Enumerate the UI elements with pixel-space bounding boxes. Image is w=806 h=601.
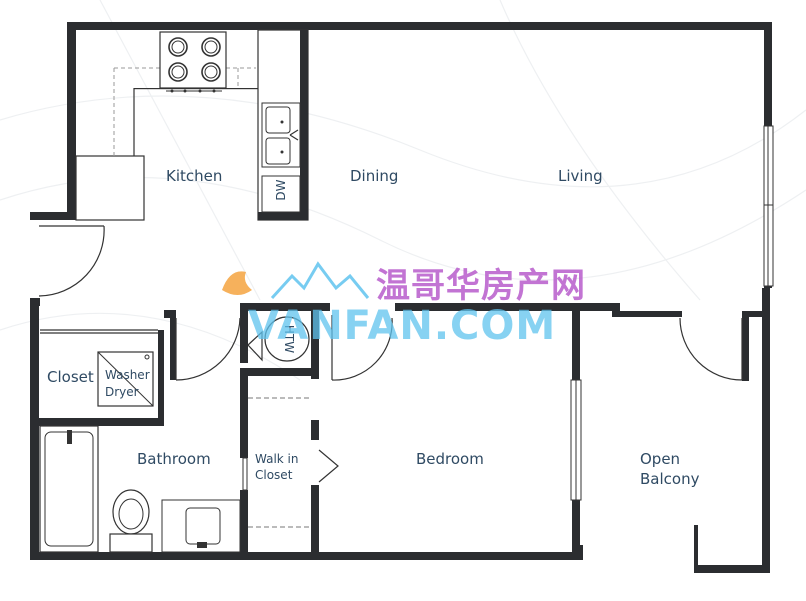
bedroom-label: Bedroom: [416, 450, 484, 468]
entry-door-swing: [38, 225, 105, 297]
walk-in-label-1: Walk in: [255, 452, 299, 466]
balcony-label-2: Balcony: [640, 470, 700, 488]
closet-label: Closet: [47, 368, 94, 386]
hot-water-label: HTW: [282, 325, 296, 353]
closet-area: [40, 329, 158, 334]
bathroom-label: Bathroom: [137, 450, 211, 468]
kitchen-label: Kitchen: [166, 167, 222, 185]
watermark-chinese: 温哥华房产网: [376, 266, 586, 306]
walk-in-label-2: Closet: [255, 468, 293, 482]
balcony-label-1: Open: [640, 450, 680, 468]
bedroom-door-swing: [331, 317, 393, 381]
stove-icon: [159, 31, 227, 93]
hot-water-tank-icon: [247, 316, 310, 362]
dryer-label: Dryer: [105, 385, 139, 399]
watermark-logo-icon: [222, 261, 370, 300]
watermark-english: VANFAN.COM: [248, 303, 557, 349]
dishwasher-icon: [261, 175, 301, 213]
exterior-walls: [30, 22, 772, 573]
bathtub-icon: [39, 425, 99, 553]
walk-in-closet: [242, 397, 339, 528]
washer-dryer-icon: [97, 351, 154, 407]
dishwasher-label: DW: [274, 179, 288, 200]
washer-label: Washer: [105, 368, 150, 382]
bath-door-swing: [175, 317, 241, 381]
balcony-window: [570, 379, 582, 501]
living-window: [763, 125, 774, 287]
vanity-icon: [161, 499, 241, 553]
living-label: Living: [558, 167, 603, 185]
dining-label: Dining: [350, 167, 398, 185]
toilet-icon: [109, 489, 153, 553]
kitchen-sink-icon: [261, 102, 301, 168]
balcony-door-swing: [679, 317, 743, 381]
